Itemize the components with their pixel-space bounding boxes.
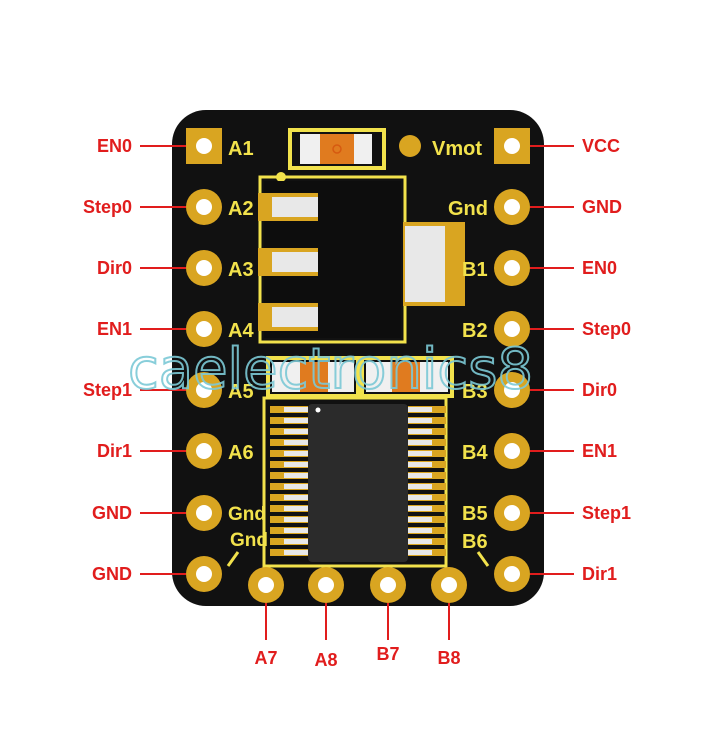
silk-gnd-left-1: Gnd	[228, 504, 266, 525]
ic-pin-left-lead	[284, 495, 308, 500]
callout-left-label: GND	[92, 564, 132, 584]
pad-left-8	[186, 556, 222, 592]
silk-gnd-right: Gnd	[448, 198, 488, 220]
ic-pin-right-lead	[408, 429, 432, 434]
pad-left-5	[186, 372, 222, 408]
pad-bottom-3	[370, 567, 406, 603]
ic-pin-left-lead	[284, 440, 308, 445]
silk-B6: B6	[462, 531, 488, 553]
silk-mark-right	[476, 551, 490, 567]
silk-B3: B3	[462, 381, 488, 403]
ic-pin-right-lead	[408, 407, 432, 412]
pad-bottom-1	[248, 567, 284, 603]
ic-pin-left-lead	[284, 462, 308, 467]
top-resistor	[288, 128, 386, 170]
ic-pin-right-lead	[408, 473, 432, 478]
silk-vmot: Vmot	[432, 138, 482, 160]
pad-right-2	[494, 189, 530, 225]
pad-bottom-2	[308, 567, 344, 603]
ic-pin-left-lead	[284, 517, 308, 522]
callout-left-label: Step0	[83, 197, 132, 217]
callout-right-label: GND	[582, 197, 622, 217]
callout-right-label: Step0	[582, 319, 631, 339]
via-top	[399, 135, 421, 157]
callout-right-label: Dir1	[582, 564, 617, 584]
callout-right-label: EN1	[582, 441, 617, 461]
ic-pin-left-lead	[284, 506, 308, 511]
ic-pin-left-lead	[284, 539, 308, 544]
ic-pin-right-lead	[408, 440, 432, 445]
silk-A3: A3	[228, 259, 254, 281]
ic-pin-right-lead	[408, 495, 432, 500]
callout-bottom-label: B7	[376, 644, 399, 664]
pad-right-5	[494, 372, 530, 408]
silk-gnd-left-2: Gnd	[230, 530, 268, 551]
pad-bottom-4	[431, 567, 467, 603]
silk-B4: B4	[462, 442, 488, 464]
callout-right-label: Dir0	[582, 380, 617, 400]
pad-right-3	[494, 250, 530, 286]
ic-pin-left-lead	[284, 451, 308, 456]
ic-pin-right-lead	[408, 418, 432, 423]
callout-left-label: GND	[92, 503, 132, 523]
callout-bottom-label: A8	[314, 650, 337, 670]
silk-A1: A1	[228, 138, 254, 160]
callout-left-label: EN0	[97, 136, 132, 156]
ic-pin-left-lead	[284, 550, 308, 555]
callout-right-label: VCC	[582, 136, 620, 156]
pad-right-1	[494, 128, 530, 164]
pad-right-7	[494, 495, 530, 531]
ic-pin-right-lead	[408, 550, 432, 555]
ic-pin-left-lead	[284, 429, 308, 434]
ic-pin-right-lead	[408, 451, 432, 456]
silk-B2: B2	[462, 320, 488, 342]
ic-pin-right-lead	[408, 484, 432, 489]
pad-right-4	[494, 311, 530, 347]
ic-pin-right-lead	[408, 506, 432, 511]
callout-bottom-label: A7	[254, 648, 277, 668]
ic-pin-right-lead	[408, 528, 432, 533]
regulator	[258, 175, 465, 344]
ic-pin-left-lead	[284, 407, 308, 412]
silk-mark-left	[226, 551, 240, 567]
silk-A2: A2	[228, 198, 254, 220]
driver-ic	[262, 396, 448, 568]
pad-left-6	[186, 433, 222, 469]
ic-pin-right-lead	[408, 517, 432, 522]
silk-A5: A5	[228, 381, 254, 403]
silk-A4: A4	[228, 320, 254, 342]
pad-right-8	[494, 556, 530, 592]
callout-left-label: Step1	[83, 380, 132, 400]
callout-left-label: Dir0	[97, 258, 132, 278]
ic-pin-left-lead	[284, 484, 308, 489]
pad-left-1	[186, 128, 222, 164]
watermark: caelectronics8	[128, 337, 533, 402]
silk-A6: A6	[228, 442, 254, 464]
ic-pin-left-lead	[284, 528, 308, 533]
ic-pin-left-lead	[284, 473, 308, 478]
pad-left-4	[186, 311, 222, 347]
callout-right-label: Step1	[582, 503, 631, 523]
ic-pin-right-lead	[408, 539, 432, 544]
pad-left-3	[186, 250, 222, 286]
pad-left-7	[186, 495, 222, 531]
pad-right-6	[494, 433, 530, 469]
pad-left-2	[186, 189, 222, 225]
mid-resistors	[266, 356, 454, 398]
callout-right-label: EN0	[582, 258, 617, 278]
silk-B1: B1	[462, 259, 488, 281]
callout-left-label: Dir1	[97, 441, 132, 461]
callout-bottom-label: B8	[437, 648, 460, 668]
ic-pin-left-lead	[284, 418, 308, 423]
silk-B5: B5	[462, 503, 488, 525]
ic-pin-right-lead	[408, 462, 432, 467]
callout-left-label: EN1	[97, 319, 132, 339]
